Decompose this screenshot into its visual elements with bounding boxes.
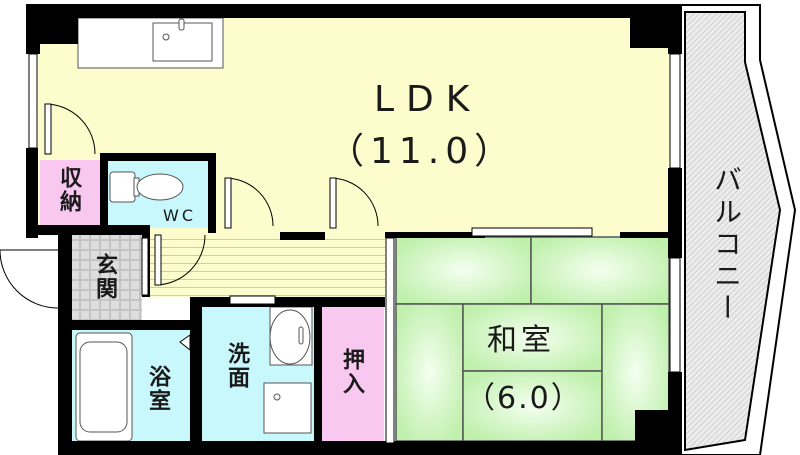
kitchen-counter xyxy=(77,17,224,69)
storage-label: 収納 xyxy=(56,166,81,214)
washitsu-size-label: （6.0） xyxy=(465,381,583,416)
walls xyxy=(26,4,682,455)
closet-room xyxy=(322,305,384,445)
washitsu-label: 和室 xyxy=(487,323,555,358)
ldk-label: LDK xyxy=(374,79,482,120)
toilet-icon xyxy=(109,171,184,203)
washitsu-room xyxy=(395,236,670,442)
corridor xyxy=(150,232,385,297)
ldk-size-label: （11.0） xyxy=(328,131,517,172)
doors xyxy=(0,103,379,352)
washing-machine-pan xyxy=(263,382,312,434)
entrance-area xyxy=(72,235,142,320)
balcony-label: バルコニー xyxy=(710,165,743,325)
wc-label: WC xyxy=(163,206,196,225)
closet-label: 押入 xyxy=(339,348,364,396)
storage-room xyxy=(40,160,100,225)
washroom-label: 洗面 xyxy=(224,342,249,390)
entrance-label: 玄関 xyxy=(92,253,117,301)
windows xyxy=(28,53,681,444)
bath-label: 浴室 xyxy=(145,365,170,413)
balcony xyxy=(676,4,797,455)
washbasin-icon xyxy=(269,306,313,366)
